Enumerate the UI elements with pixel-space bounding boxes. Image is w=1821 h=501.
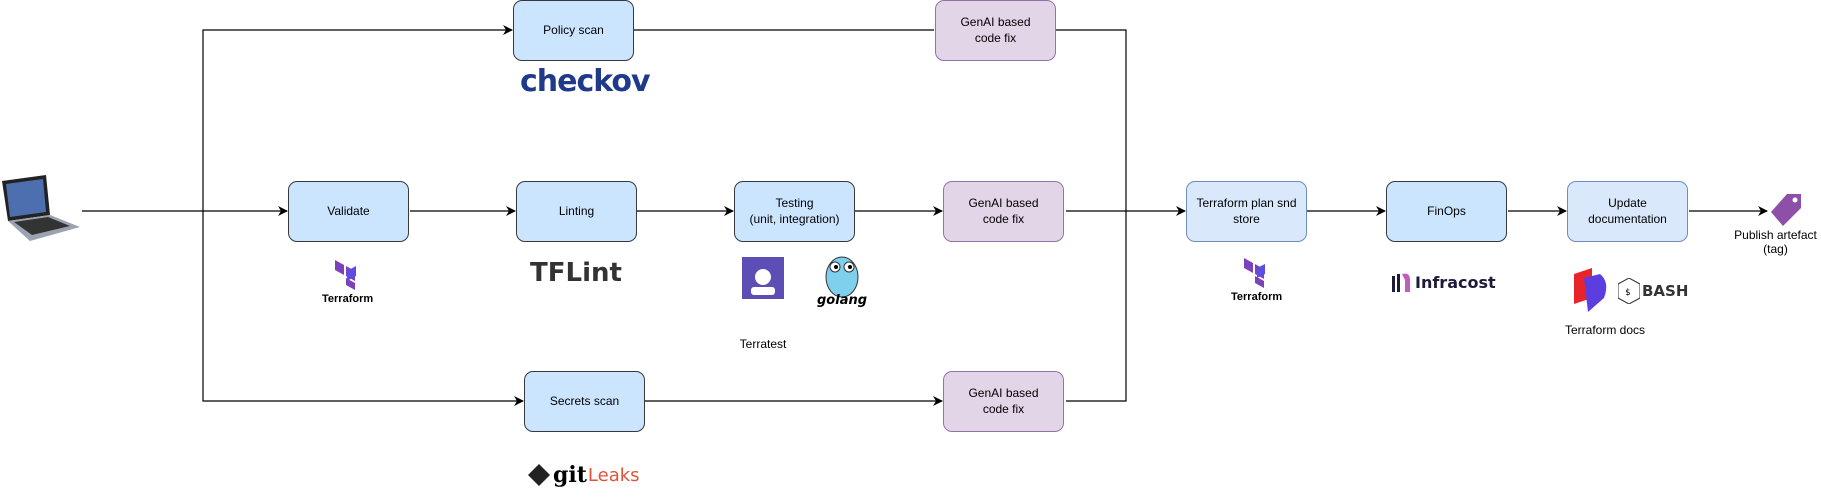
svg-text:$: $ (1625, 288, 1630, 298)
golang-wordmark: golang (817, 293, 868, 308)
terraform-docs-icon (1574, 268, 1607, 312)
node-label: Secrets scan (549, 393, 620, 408)
infracost-logo: Infracost (1392, 272, 1496, 292)
policy-scan-node[interactable]: Policy scan (513, 0, 634, 61)
node-label: Linting (558, 203, 595, 218)
checkov-logo: checkov (520, 64, 651, 99)
infracost-icon (1392, 273, 1410, 292)
gitleaks-git: git (553, 462, 587, 488)
node-label: Update documentation (1588, 195, 1667, 226)
terraform-plan-node[interactable]: Terraform plan snd store (1186, 181, 1307, 242)
node-label: GenAI based code fix (968, 385, 1039, 416)
secrets-scan-node[interactable]: Secrets scan (524, 371, 645, 432)
bash-icon: $ (1618, 278, 1640, 304)
laptop-icon (2, 175, 80, 241)
gopher-icon (825, 256, 859, 298)
edge-branch-secrets (202, 211, 524, 406)
bash-logo: $ BASH (1618, 278, 1688, 304)
genai-fix-mid-node[interactable]: GenAI based code fix (943, 181, 1064, 242)
update-docs-node[interactable]: Update documentation (1567, 181, 1688, 242)
gitleaks-logo: git Leaks (528, 462, 640, 488)
tflint-logo: TFLint (530, 258, 622, 288)
terraform-wordmark: Terraform (1231, 291, 1283, 303)
node-label: Testing (unit, integration) (749, 195, 840, 226)
terraform-docs-label: Terraform docs (1564, 323, 1646, 337)
terratest-icon (742, 257, 784, 299)
terraform-icon (1244, 258, 1265, 288)
gitleaks-leaks: Leaks (587, 464, 640, 486)
terraform-icon (335, 260, 356, 290)
node-label: GenAI based code fix (960, 14, 1031, 45)
terraform-wordmark: Terraform (322, 293, 374, 305)
infracost-wordmark: Infracost (1415, 272, 1496, 292)
edge-genai-top-merge (1056, 29, 1127, 402)
linting-node[interactable]: Linting (516, 181, 637, 242)
node-label: Terraform plan snd store (1196, 195, 1297, 226)
node-label: GenAI based code fix (968, 195, 1039, 226)
bash-wordmark: BASH (1642, 282, 1689, 300)
golang-gopher-logo: golang (817, 252, 867, 308)
node-label: Validate (327, 203, 370, 218)
node-label: FinOps (1427, 203, 1466, 218)
edge-branch-policy (202, 25, 513, 211)
tag-icon (1771, 194, 1801, 226)
validate-node[interactable]: Validate (288, 181, 409, 242)
node-label: Policy scan (543, 22, 604, 37)
testing-node[interactable]: Testing (unit, integration) (734, 181, 855, 242)
finops-node[interactable]: FinOps (1386, 181, 1507, 242)
terraform-logo: Terraform (322, 260, 374, 305)
terratest-label: Terratest (739, 337, 787, 351)
genai-fix-bottom-node[interactable]: GenAI based code fix (943, 371, 1064, 432)
genai-fix-top-node[interactable]: GenAI based code fix (935, 0, 1056, 61)
git-diamond-icon (528, 464, 550, 486)
terraform-plan-logo: Terraform (1231, 258, 1283, 303)
publish-artefact-label: Publish artefact (tag) (1734, 228, 1817, 256)
